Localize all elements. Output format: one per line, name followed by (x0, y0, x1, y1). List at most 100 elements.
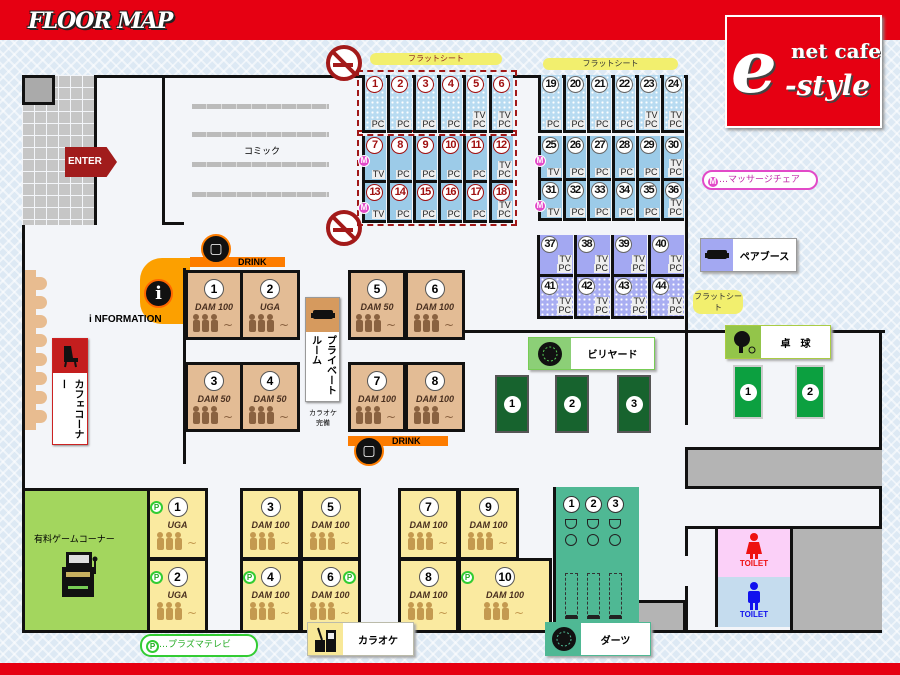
billiards-label[interactable]: ビリヤード (528, 337, 655, 370)
pingpong-label[interactable]: 卓 球 (725, 325, 831, 359)
drink-icon: ▢ (354, 436, 384, 466)
mens-toilet[interactable]: TOILET (715, 577, 790, 627)
people-icon: ~ (193, 314, 233, 332)
svg-text:~: ~ (438, 606, 448, 620)
seat-tag-pc: PC (545, 119, 561, 129)
private-room-sign[interactable]: プライベートルーム (305, 297, 340, 402)
dart-lane[interactable] (587, 573, 600, 619)
cafe-stool (36, 277, 47, 290)
karaoke-model: DAM 50 (197, 394, 231, 404)
billiard-table[interactable]: 1 (495, 375, 529, 433)
pingpong-table[interactable]: 1 (733, 365, 763, 419)
cafe-counter (25, 270, 36, 430)
seat-tag-pc: PC (619, 119, 634, 129)
seat-tag-tv: TV (669, 296, 683, 306)
dart-lane[interactable] (609, 573, 622, 619)
seat-tag-tv: TV (472, 110, 487, 120)
seat-number: 37 (541, 236, 558, 253)
seat-tag-pc: PC (594, 119, 610, 129)
pingpong-table[interactable]: 2 (795, 365, 825, 419)
private-room-label: プライベートルーム (309, 335, 336, 395)
footer-bar (0, 663, 900, 675)
plasma-legend-label: …プラズマテレビ (159, 640, 231, 650)
billiard-table[interactable]: 3 (617, 375, 651, 433)
cafe-corner-sign[interactable]: カフェコーナー (52, 338, 88, 445)
room-number: 4 (260, 371, 280, 391)
pair-booth-label[interactable]: ペアブース (700, 238, 797, 272)
enter-arrow[interactable]: ENTER (65, 147, 117, 177)
darts-label[interactable]: ダーツ (545, 622, 651, 656)
dart-lane[interactable] (565, 573, 578, 619)
seat-tag-pc: PC (446, 119, 462, 129)
billiard-table[interactable]: 2 (555, 375, 589, 433)
plasma-tv-badge: P (243, 571, 256, 584)
womens-toilet[interactable]: TOILET (715, 529, 790, 577)
seat-tag-pc: PC (668, 119, 683, 129)
karaoke-label[interactable]: カラオケ (307, 622, 414, 656)
seat-number: 22 (615, 76, 633, 93)
